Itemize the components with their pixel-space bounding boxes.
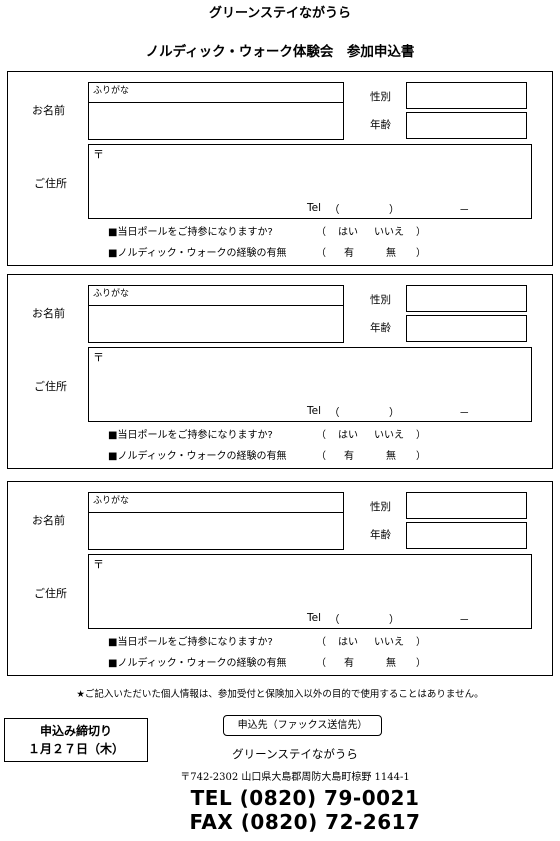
gender-field[interactable] (406, 285, 527, 312)
gender-label: 性別 (370, 501, 391, 513)
pole-option-yes[interactable]: はい (338, 637, 358, 648)
gender-label: 性別 (370, 294, 391, 306)
pole-close-paren: ） (416, 227, 426, 238)
destination-label: 申込先（ファックス送信先） (223, 715, 382, 736)
age-field[interactable] (406, 522, 527, 549)
deadline-line1: 申込み締切り (39, 724, 112, 738)
experience-option-yes[interactable]: 有 (344, 248, 354, 259)
address-field[interactable]: 〒 Tel （ ） － (88, 144, 532, 219)
age-field[interactable] (406, 315, 527, 342)
postal-mark: 〒 (93, 148, 104, 161)
question-pole: ■当日ポールをご持参になりますか? (108, 637, 273, 648)
name-label: お名前 (32, 514, 65, 527)
address-label: ご住所 (34, 587, 67, 600)
deadline-line2: １月２７日（木） (27, 742, 124, 756)
address-label: ご住所 (34, 177, 67, 190)
experience-open-paren: （ (316, 248, 326, 259)
organization-name: グリーンステイながうら (208, 6, 352, 21)
age-field[interactable] (406, 112, 527, 139)
deadline-box: 申込み締切り １月２７日（木） (4, 718, 148, 762)
tel-close-paren: ） (389, 614, 400, 626)
experience-close-paren: ） (416, 658, 426, 669)
address-label: ご住所 (34, 380, 67, 393)
tel-label: Tel (307, 405, 322, 417)
furigana-label: ふりがな (93, 289, 130, 299)
question-pole: ■当日ポールをご持参になりますか? (108, 227, 273, 238)
furigana-divider (89, 102, 343, 103)
pole-close-paren: ） (416, 430, 426, 441)
tel-label: Tel (307, 612, 322, 624)
furigana-label: ふりがな (93, 496, 130, 506)
question-experience: ■ノルディック・ウォークの経験の有無 (108, 658, 287, 669)
tel-dash: － (459, 407, 470, 419)
entry-block: お名前 ふりがな 性別 年齢 ご住所 〒 Tel （ ） － ■当日ポールをご持… (7, 481, 553, 676)
pole-option-no[interactable]: いいえ (374, 637, 404, 648)
age-label: 年齢 (370, 529, 391, 541)
gender-label: 性別 (370, 91, 391, 103)
name-field[interactable]: ふりがな (88, 285, 344, 343)
pole-option-yes[interactable]: はい (338, 227, 358, 238)
experience-close-paren: ） (416, 248, 426, 259)
experience-open-paren: （ (316, 451, 326, 462)
facility-name: グリーンステイながうら (232, 747, 358, 761)
name-field[interactable]: ふりがな (88, 82, 344, 140)
entry-block: お名前 ふりがな 性別 年齢 ご住所 〒 Tel （ ） － ■当日ポールをご持… (7, 274, 553, 469)
pole-open-paren: （ (316, 430, 326, 441)
pole-option-no[interactable]: いいえ (374, 430, 404, 441)
experience-option-yes[interactable]: 有 (344, 658, 354, 669)
privacy-notice: ★ご記入いただいた個人情報は、参加受付と保険加入以外の目的で使用することはありま… (76, 689, 484, 700)
tel-number: TEL (0820) 79-0021 (190, 786, 420, 810)
age-label: 年齢 (370, 322, 391, 334)
experience-option-yes[interactable]: 有 (344, 451, 354, 462)
tel-close-paren: ） (389, 407, 400, 419)
age-label: 年齢 (370, 119, 391, 131)
postal-mark: 〒 (93, 558, 104, 571)
tel-open-paren: （ (329, 407, 340, 419)
pole-option-no[interactable]: いいえ (374, 227, 404, 238)
address-field[interactable]: 〒 Tel （ ） － (88, 347, 532, 422)
furigana-label: ふりがな (93, 86, 130, 96)
question-experience: ■ノルディック・ウォークの経験の有無 (108, 451, 287, 462)
tel-label: Tel (307, 202, 322, 214)
entry-block: お名前 ふりがな 性別 年齢 ご住所 〒 Tel （ ） － ■当日ポールをご持… (7, 71, 553, 266)
tel-dash: － (459, 614, 470, 626)
pole-option-yes[interactable]: はい (338, 430, 358, 441)
gender-field[interactable] (406, 82, 527, 109)
question-experience: ■ノルディック・ウォークの経験の有無 (108, 248, 287, 259)
tel-dash: － (459, 204, 470, 216)
tel-open-paren: （ (329, 614, 340, 626)
experience-option-no[interactable]: 無 (386, 658, 396, 669)
question-pole: ■当日ポールをご持参になりますか? (108, 430, 273, 441)
pole-open-paren: （ (316, 227, 326, 238)
name-field[interactable]: ふりがな (88, 492, 344, 550)
fax-number: FAX (0820) 72-2617 (189, 810, 421, 834)
name-label: お名前 (32, 104, 65, 117)
experience-option-no[interactable]: 無 (386, 451, 396, 462)
furigana-divider (89, 305, 343, 306)
name-label: お名前 (32, 307, 65, 320)
postal-mark: 〒 (93, 351, 104, 364)
pole-close-paren: ） (416, 637, 426, 648)
address-field[interactable]: 〒 Tel （ ） － (88, 554, 532, 629)
furigana-divider (89, 512, 343, 513)
experience-open-paren: （ (316, 658, 326, 669)
experience-option-no[interactable]: 無 (386, 248, 396, 259)
experience-close-paren: ） (416, 451, 426, 462)
pole-open-paren: （ (316, 637, 326, 648)
gender-field[interactable] (406, 492, 527, 519)
tel-open-paren: （ (329, 204, 340, 216)
tel-close-paren: ） (389, 204, 400, 216)
page-title: ノルディック・ウォーク体験会 参加申込書 (145, 44, 415, 60)
facility-address: 〒742-2302 山口県大島郡周防大島町椋野 1144-1 (180, 772, 410, 783)
